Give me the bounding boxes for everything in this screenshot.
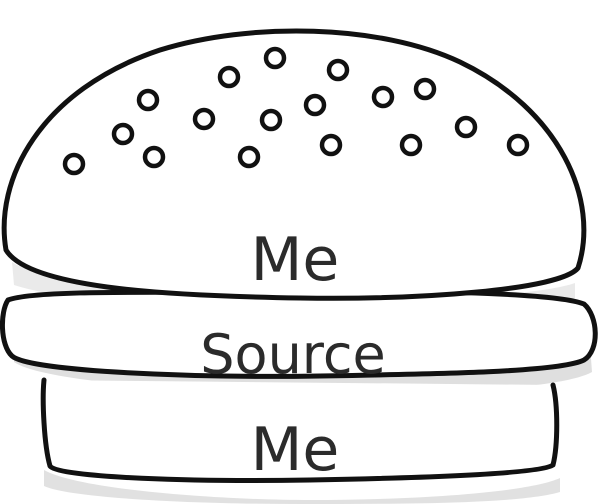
sesame-seed-icon (237, 145, 261, 169)
bottom-bun (40, 377, 560, 483)
sesame-seed-icon (326, 58, 350, 82)
filling-shadow (14, 330, 592, 394)
sesame-seed-icon (303, 93, 327, 117)
sesame-seed-icon (399, 133, 423, 157)
sesame-seed-icon (136, 88, 160, 112)
sesame-seed-icon (263, 46, 287, 70)
sesame-seed-icon (371, 85, 395, 109)
sesame-seed-icon (62, 152, 86, 176)
top-bun-label: Me (251, 225, 340, 295)
sesame-seed-icon (454, 115, 478, 139)
sesame-seed-icon (319, 133, 343, 157)
sesame-seed-icon (142, 145, 166, 169)
sesame-seed-icon (413, 77, 437, 101)
sesame-seed-icon (192, 107, 216, 131)
sesame-seed-icon (217, 65, 241, 89)
sesame-seeds (62, 46, 530, 176)
sesame-seed-icon (111, 122, 135, 146)
filling-label: Source (200, 323, 385, 386)
bottom-bun-shadow (44, 470, 560, 504)
sesame-seed-icon (506, 133, 530, 157)
bottom-bun-label: Me (251, 415, 340, 485)
sesame-seed-icon (259, 108, 283, 132)
